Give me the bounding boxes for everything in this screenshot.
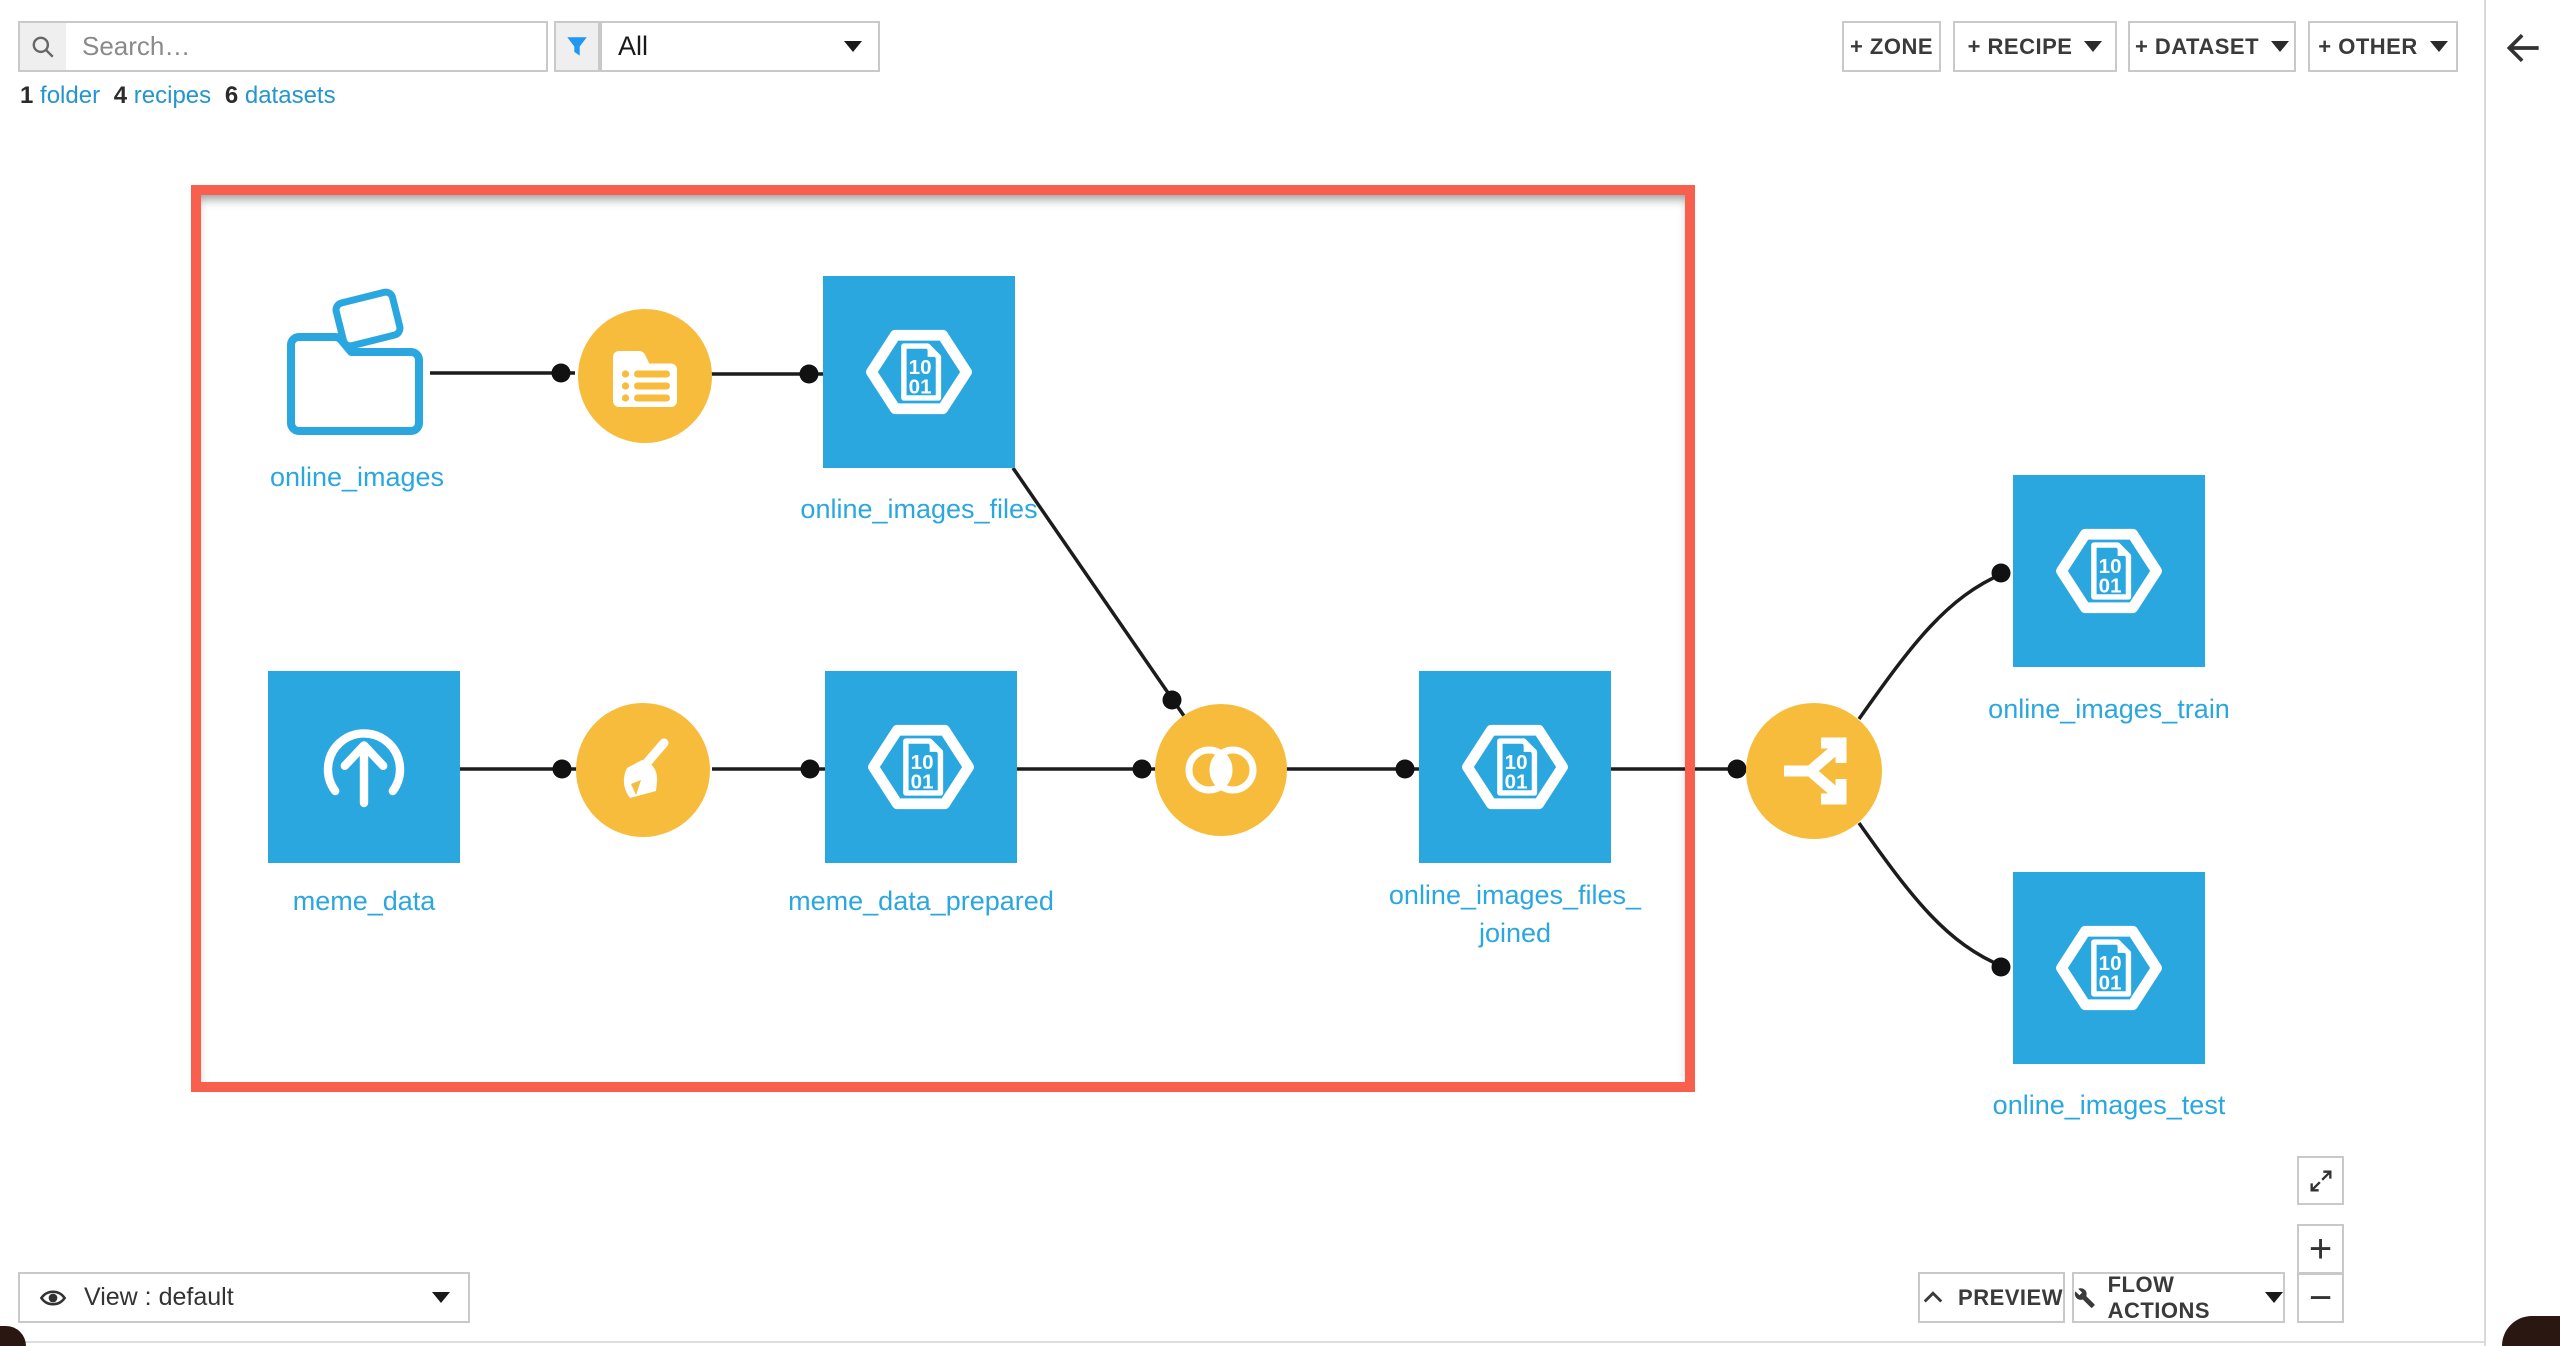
fullscreen-button[interactable]	[2297, 1156, 2344, 1205]
datasets-link[interactable]: datasets	[244, 82, 336, 109]
folder-count: 1	[20, 82, 34, 109]
node-dataset-online-images-files-joined[interactable]	[1419, 671, 1611, 863]
chevron-down-icon	[2084, 41, 2103, 52]
node-prepare-recipe[interactable]	[576, 703, 710, 837]
managed-folder-icon	[287, 288, 423, 435]
node-label-online-images[interactable]: online_images	[269, 462, 445, 492]
recipes-count: 4	[113, 82, 128, 109]
zoom-out-button[interactable]: −	[2297, 1273, 2344, 1323]
filter-funnel-icon	[567, 36, 587, 56]
node-list-files-recipe[interactable]	[578, 309, 712, 443]
search-icon-box	[20, 23, 66, 70]
chevron-down-icon	[2271, 41, 2290, 52]
dataset-icon	[865, 318, 973, 426]
label-line2: joined	[1478, 918, 1552, 948]
add-zone-button[interactable]: + ZONE	[1842, 21, 1941, 72]
flow-zone-rectangle[interactable]	[191, 185, 1695, 1092]
search-input[interactable]	[66, 23, 546, 70]
bottom-divider	[0, 1341, 2484, 1343]
node-dataset-online-images-files[interactable]	[823, 276, 1015, 468]
collapse-panel-arrow-button[interactable]	[2502, 26, 2546, 75]
node-label-meme-data[interactable]: meme_data	[292, 886, 436, 916]
node-dataset-meme-data[interactable]	[268, 671, 460, 863]
node-dataset-online-images-test[interactable]	[2013, 872, 2205, 1064]
join-icon	[1185, 746, 1257, 794]
dataset-icon	[2055, 914, 2163, 1022]
filter-selected-value: All	[618, 31, 649, 61]
zoom-in-button[interactable]: +	[2297, 1224, 2344, 1274]
split-icon	[1784, 737, 1847, 805]
edge-split-to-test	[1857, 821, 2005, 969]
folder-link[interactable]: folder	[40, 82, 101, 109]
view-selector[interactable]: View : default	[18, 1272, 470, 1323]
dataset-icon	[1461, 713, 1569, 821]
uploaded-dataset-icon	[323, 729, 405, 808]
eye-icon	[39, 1290, 67, 1305]
list-files-recipe-icon	[613, 351, 677, 407]
search-icon	[32, 36, 54, 58]
zoom-out-label: −	[2308, 1276, 2333, 1320]
dataset-icon	[867, 713, 975, 821]
node-label-online-images-test[interactable]: online_images_test	[1992, 1090, 2226, 1120]
node-join-recipe[interactable]	[1155, 704, 1287, 836]
add-recipe-button[interactable]: + RECIPE	[1953, 21, 2117, 72]
node-dataset-meme-data-prepared[interactable]	[825, 671, 1017, 863]
node-label-online-images-files-joined[interactable]: online_images_files_ joined	[1265, 876, 1765, 952]
label-line1: online_images_files_	[1388, 880, 1642, 910]
node-label-online-images-files[interactable]: online_images_files	[800, 494, 1038, 524]
add-other-label: + OTHER	[2318, 33, 2418, 59]
node-label-online-images-train[interactable]: online_images_train	[1988, 694, 2230, 724]
add-recipe-label: + RECIPE	[1967, 33, 2073, 59]
right-panel	[2484, 0, 2560, 1346]
edge-dot	[1727, 759, 1747, 779]
preview-button[interactable]: PREVIEW	[1918, 1272, 2065, 1323]
wrench-icon	[2074, 1287, 2095, 1308]
edge-dot	[1991, 957, 2011, 977]
flow-actions-button[interactable]: FLOW ACTIONS	[2072, 1272, 2285, 1323]
node-online-images-folder[interactable]	[277, 288, 437, 450]
view-selector-label: View : default	[84, 1283, 234, 1311]
chevron-down-icon	[432, 1292, 450, 1303]
filter-select[interactable]: All	[600, 21, 880, 72]
datasets-count: 6	[224, 82, 239, 109]
flow-summary: 1 folder 4 recipes 6 datasets	[20, 82, 343, 110]
corner-decoration-left	[0, 1326, 26, 1346]
search-field[interactable]	[18, 21, 548, 72]
edge-dot	[1991, 563, 2011, 583]
node-label-meme-data-prepared[interactable]: meme_data_prepared	[788, 886, 1054, 916]
corner-decoration-right	[2502, 1316, 2560, 1346]
node-dataset-online-images-train[interactable]	[2013, 475, 2205, 667]
chevron-down-icon	[844, 41, 862, 52]
dataset-icon	[2055, 517, 2163, 625]
broom-icon	[623, 738, 669, 798]
zoom-in-label: +	[2308, 1227, 2333, 1271]
add-other-button[interactable]: + OTHER	[2308, 21, 2458, 72]
node-split-recipe[interactable]	[1746, 703, 1882, 839]
chevron-down-icon	[2265, 1292, 2283, 1303]
arrow-left-icon	[2506, 33, 2539, 63]
flow-actions-label: FLOW ACTIONS	[2107, 1271, 2211, 1323]
chevron-down-icon	[2429, 41, 2448, 52]
preview-label: PREVIEW	[1958, 1284, 2063, 1310]
add-dataset-button[interactable]: + DATASET	[2128, 21, 2296, 72]
recipes-link[interactable]: recipes	[133, 82, 212, 109]
chevron-up-icon	[1923, 1290, 1943, 1303]
add-zone-label: + ZONE	[1849, 33, 1934, 59]
filter-icon-box[interactable]	[554, 21, 600, 72]
expand-icon	[2310, 1170, 2331, 1191]
add-dataset-label: + DATASET	[2134, 33, 2260, 59]
